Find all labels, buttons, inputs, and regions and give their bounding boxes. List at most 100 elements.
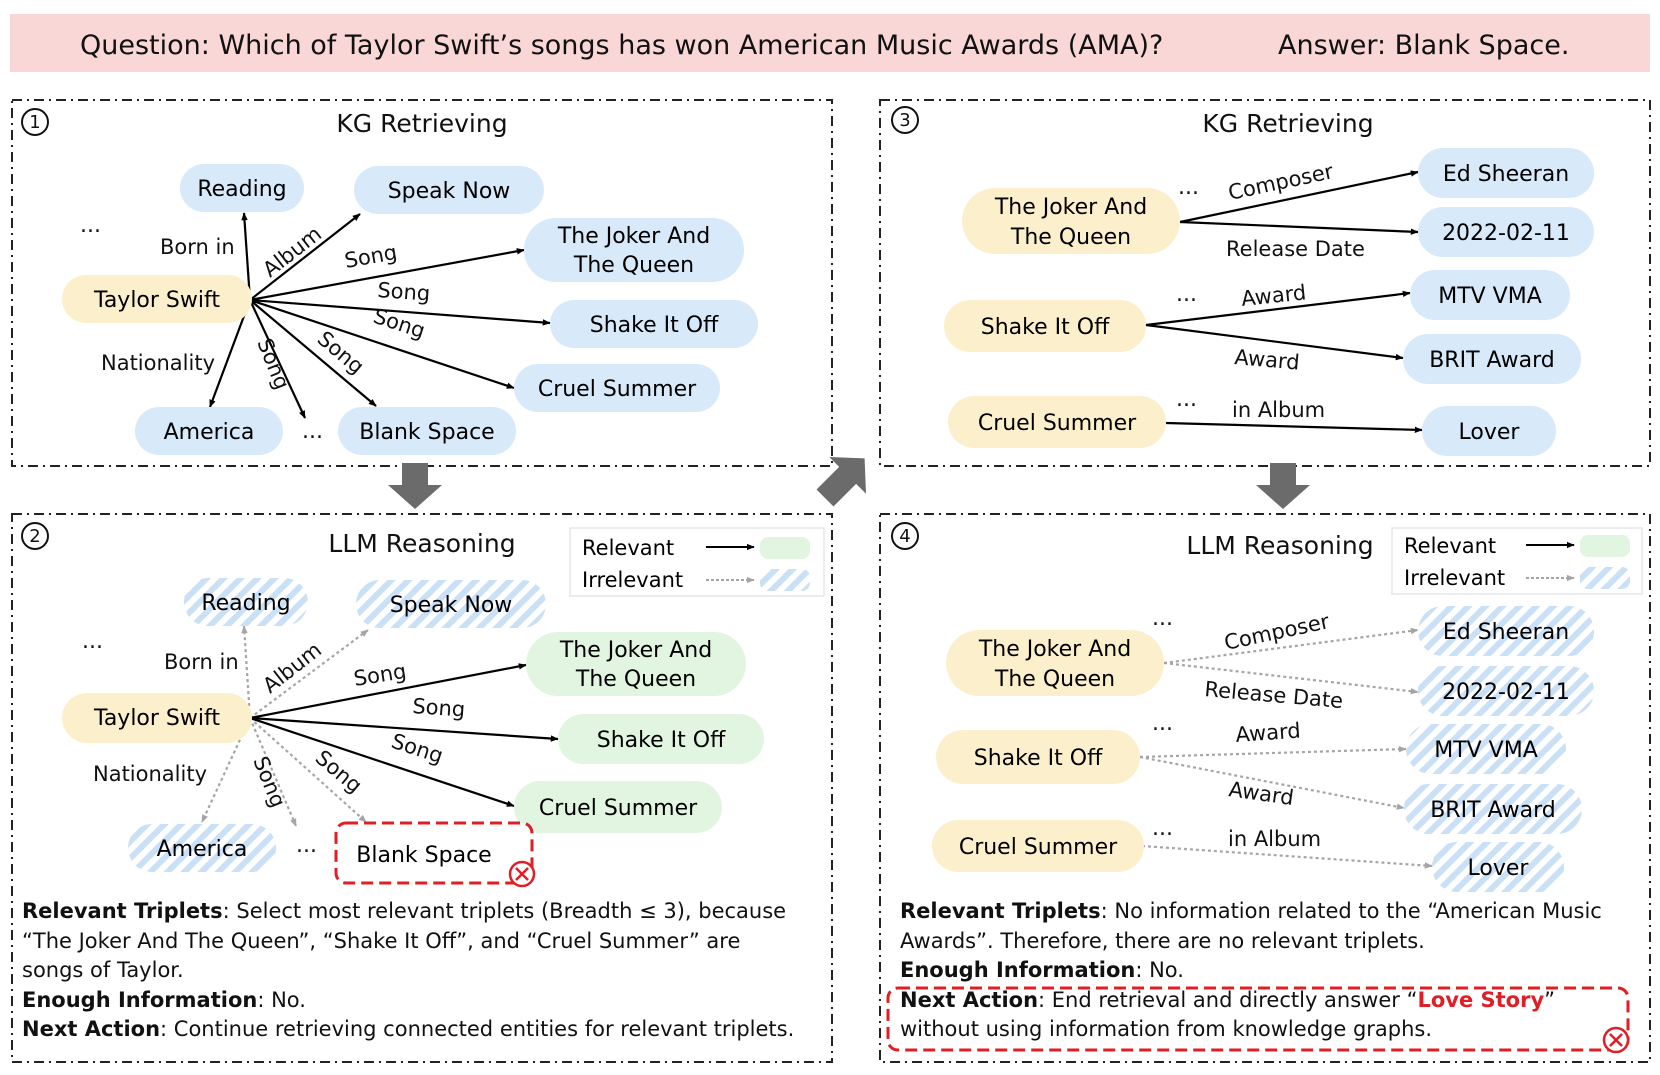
entity-date xyxy=(1418,666,1594,716)
panel-4-reasoning-text: Relevant Triplets: No information relate… xyxy=(900,897,1648,1045)
entity-ed-sheeran xyxy=(1418,148,1594,198)
entity-label: 2022-02-11 xyxy=(1442,221,1570,246)
entity-speak-now xyxy=(356,580,546,628)
entity-label: The Queen xyxy=(573,253,694,278)
entity-lover xyxy=(1432,842,1564,892)
relation-label: Release Date xyxy=(1204,677,1344,713)
panel-3-graph: The Joker And The Queen Shake It Off Cru… xyxy=(944,148,1594,456)
entity-the-joker-and-the-queen xyxy=(524,218,744,282)
entity-label: MTV VMA xyxy=(1438,284,1542,309)
panel-2-number: 2 xyxy=(29,526,40,547)
entity-label: MTV VMA xyxy=(1434,738,1538,763)
relation-label: Song xyxy=(343,240,399,273)
answer-text: Answer: Blank Space. xyxy=(1278,30,1569,61)
relation-label: Award xyxy=(1227,777,1295,810)
relation-label: Song xyxy=(377,278,431,306)
panel-4-title: LLM Reasoning xyxy=(1186,531,1373,560)
relation-label: in Album xyxy=(1228,827,1321,851)
entity-mtv-vma xyxy=(1410,270,1570,320)
relation-label: Release Date xyxy=(1226,237,1365,261)
relation-label: Song xyxy=(352,659,408,691)
relevant-triplets-text: Awards”. Therefore, there are no relevan… xyxy=(900,928,1425,953)
relevant-triplets-label: Relevant Triplets xyxy=(900,899,1101,923)
enough-information-text: : No. xyxy=(1135,958,1184,982)
panel-2-title: LLM Reasoning xyxy=(328,529,515,558)
entity-label: BRIT Award xyxy=(1429,348,1555,373)
relevant-triplets-text: : No information related to the “America… xyxy=(1100,899,1602,923)
entity-shake-it-off xyxy=(944,300,1146,352)
entity-label: The Queen xyxy=(1010,225,1131,250)
ellipsis: ... xyxy=(1178,175,1199,200)
legend-irrelevant-swatch xyxy=(760,569,810,591)
blank-space-error-box xyxy=(334,821,534,885)
entity-taylor-swift xyxy=(62,275,252,323)
down-arrow-icon xyxy=(388,463,442,509)
entity-label: 2022-02-11 xyxy=(1442,680,1570,705)
ellipsis: ... xyxy=(302,419,323,444)
entity-america xyxy=(128,824,276,872)
next-action-label: Next Action xyxy=(900,987,1039,1012)
legend-irrelevant-swatch xyxy=(1580,567,1630,589)
relation-label: Award xyxy=(1234,345,1301,375)
wrong-answer-highlight: Love Story xyxy=(1417,987,1545,1012)
diagonal-arrow-icon xyxy=(816,456,867,507)
entity-label: Taylor Swift xyxy=(93,706,220,731)
relation-label: Award xyxy=(1235,719,1302,747)
entity-brit-award xyxy=(1403,334,1581,384)
legend-irrelevant-label: Irrelevant xyxy=(1404,566,1505,590)
panel-1-title: KG Retrieving xyxy=(336,109,507,138)
entity-label: The Joker And xyxy=(559,638,712,663)
relevant-triplets-text: songs of Taylor. xyxy=(22,958,184,982)
entity-label: Ed Sheeran xyxy=(1443,162,1569,187)
entity-cruel-summer xyxy=(514,781,722,833)
entity-the-joker-and-the-queen xyxy=(526,632,746,696)
ellipsis: ... xyxy=(296,833,317,858)
entity-brit-award xyxy=(1404,784,1582,834)
next-action-text: : Continue retrieving connected entities… xyxy=(160,1017,795,1041)
legend-relevant-label: Relevant xyxy=(582,536,674,560)
entity-label: Lover xyxy=(1468,856,1530,881)
panel-4-number: 4 xyxy=(899,526,910,547)
panel-4-frame xyxy=(879,513,1651,1063)
legend-relevant-swatch xyxy=(760,537,810,559)
entity-ed-sheeran xyxy=(1418,606,1594,656)
next-action-error-box xyxy=(886,986,1630,1052)
panel-2-reasoning-text: Relevant Triplets: Select most relevant … xyxy=(22,897,830,1045)
panel-4-number-badge xyxy=(891,522,919,550)
ellipsis: ... xyxy=(1176,282,1197,307)
entity-label: Blank Space xyxy=(359,420,494,445)
entity-label: America xyxy=(164,420,255,445)
legend-irrelevant-label: Irrelevant xyxy=(582,568,683,592)
relation-label: in Album xyxy=(1232,398,1325,422)
entity-cruel-summer xyxy=(514,364,720,412)
relation-label: Nationality xyxy=(93,762,207,786)
enough-information-label: Enough Information xyxy=(900,958,1136,982)
relevant-triplets-label: Relevant Triplets xyxy=(22,899,223,923)
error-x-icon xyxy=(1602,1026,1630,1054)
next-action-label: Next Action xyxy=(22,1017,161,1041)
ellipsis: ... xyxy=(1176,387,1197,412)
relation-label: Born in xyxy=(160,235,235,259)
panel-1-graph: Taylor Swift Reading Speak Now The Joker… xyxy=(62,164,758,455)
entity-label: Reading xyxy=(197,177,286,202)
enough-information-label: Enough Information xyxy=(22,987,258,1012)
entity-label: Cruel Summer xyxy=(538,377,697,402)
entity-reading xyxy=(184,578,308,626)
enough-information-text: : No. xyxy=(257,987,306,1012)
panel-4-graph: Relevant Irrelevant The Joker And The Qu… xyxy=(886,527,1643,1054)
entity-speak-now xyxy=(354,166,544,214)
entity-the-joker-and-the-queen xyxy=(962,188,1180,254)
relation-label: Song xyxy=(370,304,428,343)
error-x-icon xyxy=(508,860,536,888)
entity-label: Shake It Off xyxy=(597,728,726,753)
relevant-triplets-text: “The Joker And The Queen”, “Shake It Off… xyxy=(22,928,741,953)
relation-label: Born in xyxy=(164,650,239,674)
panel-1-number-badge xyxy=(21,108,49,136)
relation-label: Composer xyxy=(1222,609,1332,655)
entity-label: Speak Now xyxy=(388,179,511,204)
panel-3-frame xyxy=(879,99,1651,467)
entity-shake-it-off xyxy=(936,730,1140,784)
ellipsis: ... xyxy=(80,213,101,238)
panel-2-graph: Relevant Irrelevant Taylor Swift Reading… xyxy=(62,527,825,888)
entity-america xyxy=(135,407,283,455)
